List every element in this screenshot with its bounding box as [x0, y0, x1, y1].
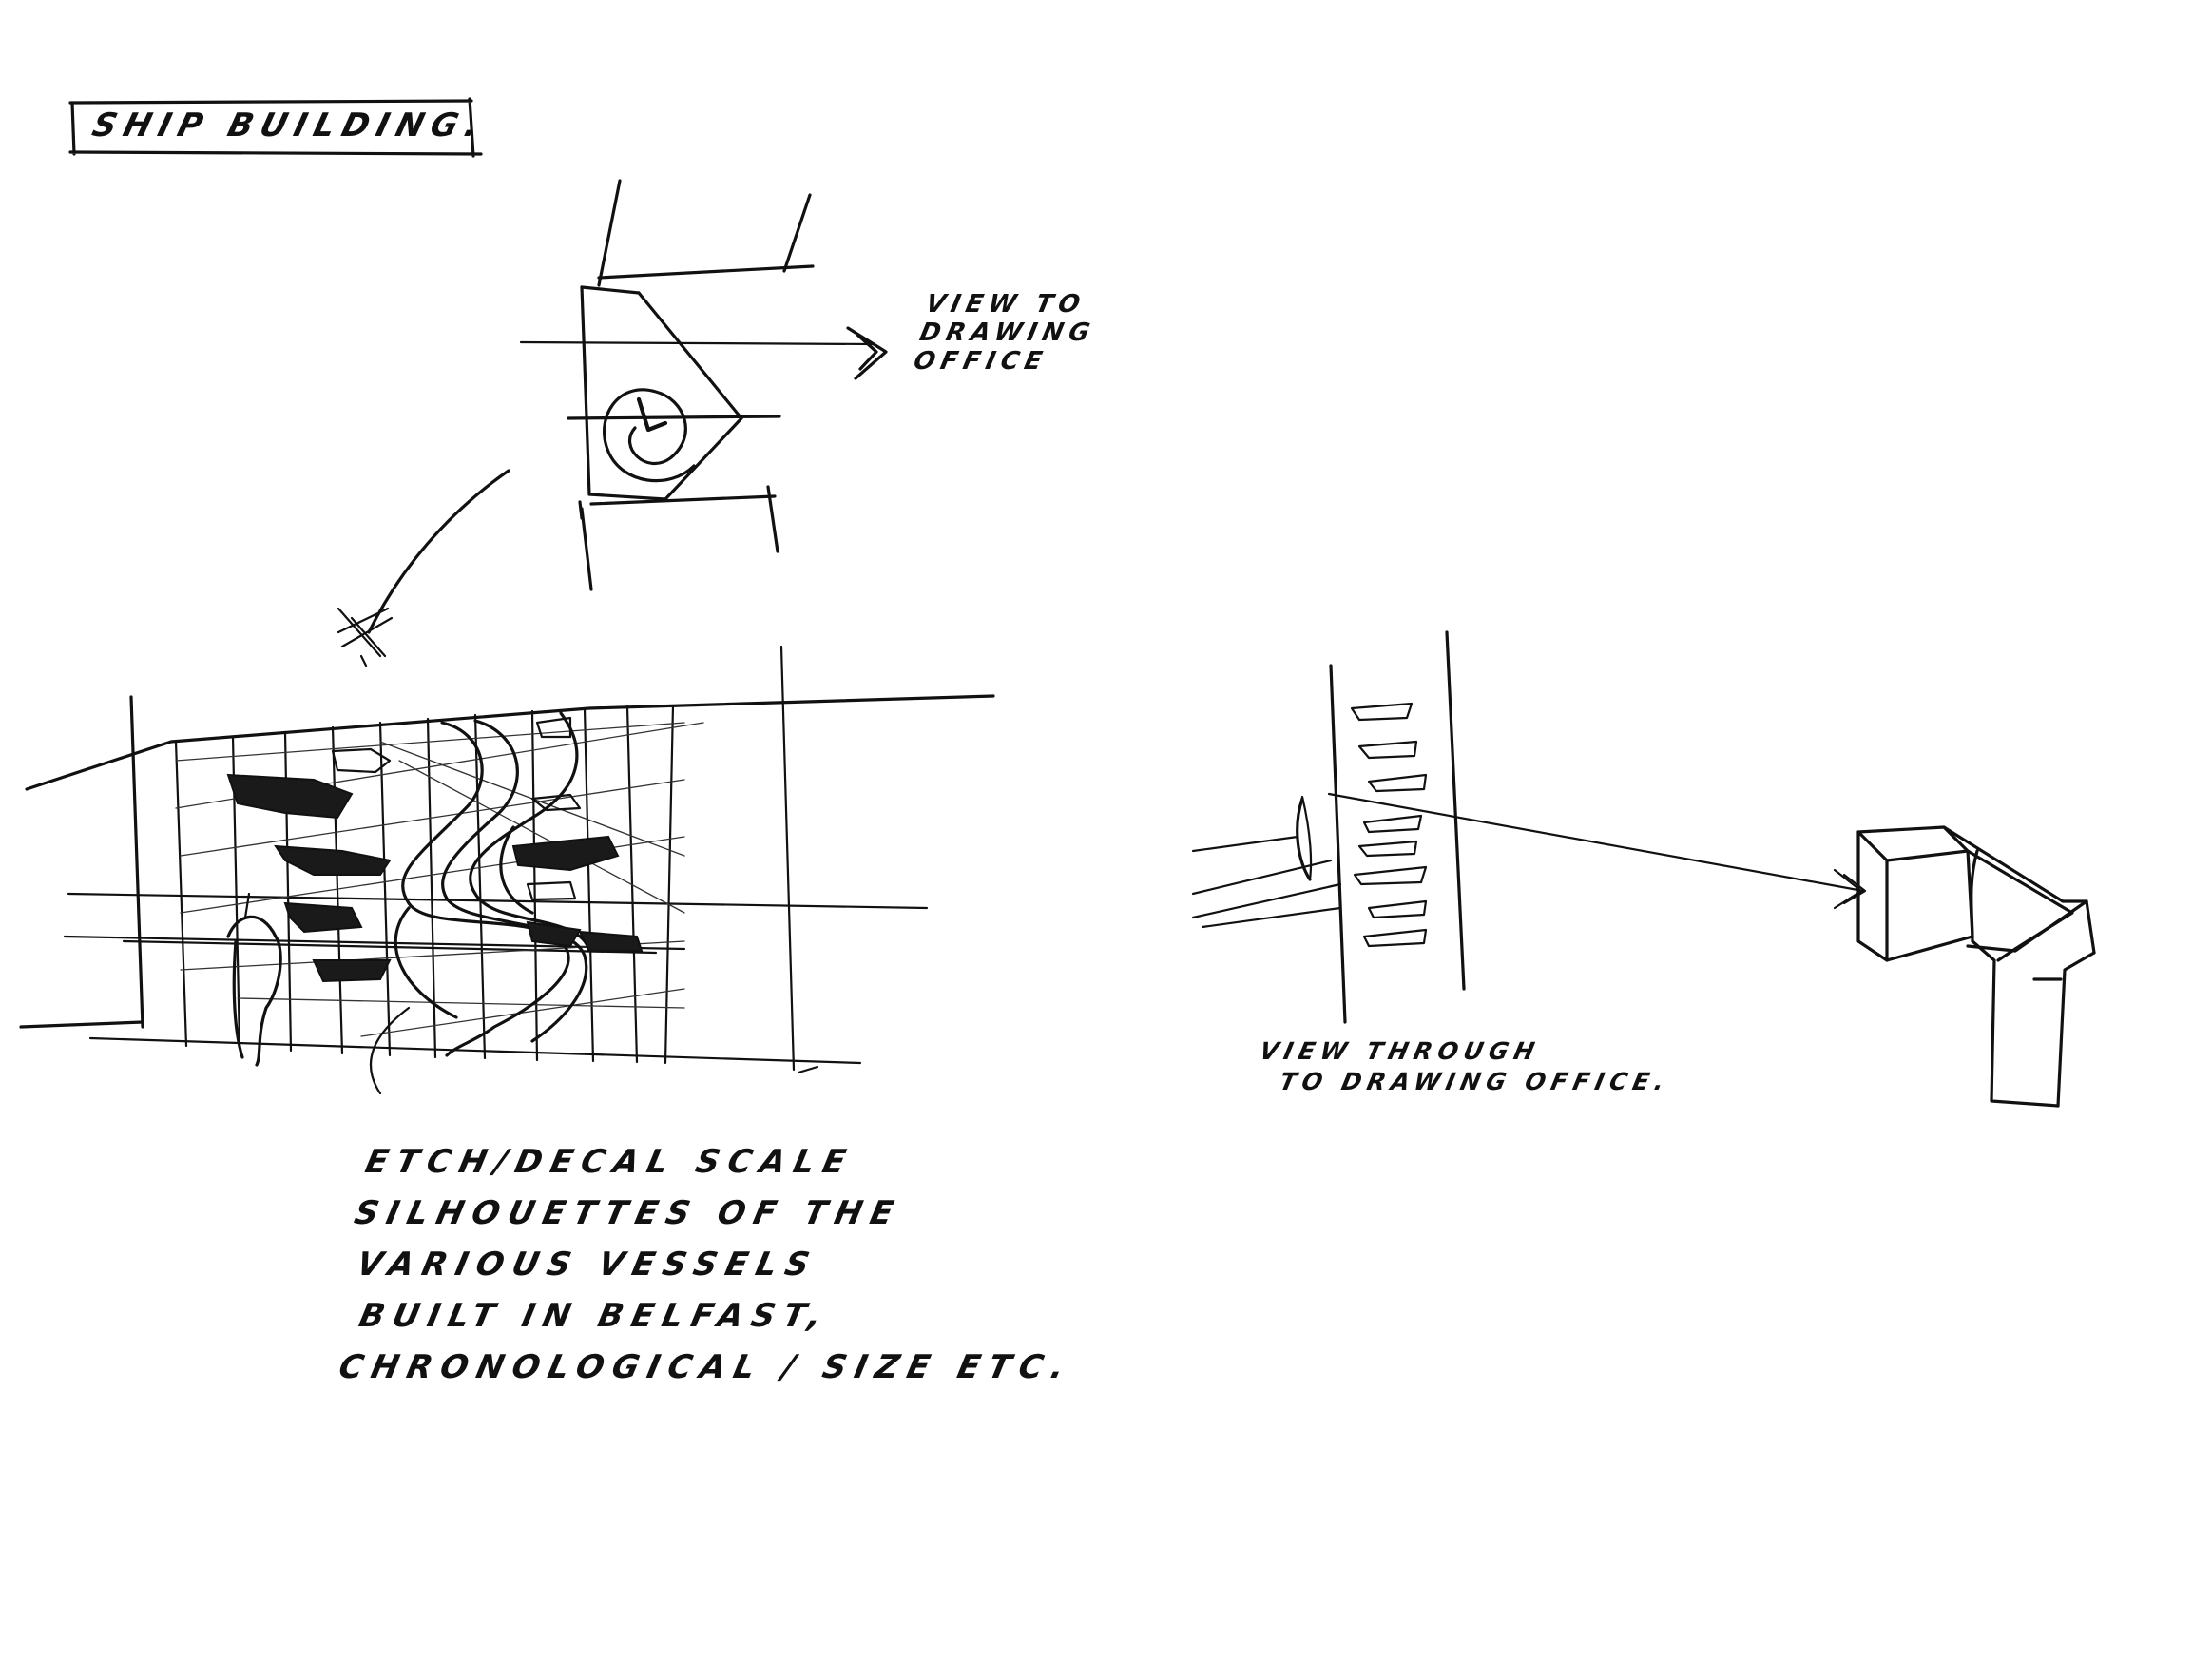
elevation-sketch [19, 645, 995, 1095]
plan-sketch [337, 179, 888, 667]
drawing-office-block [1833, 825, 2096, 1108]
view-through-sketch [1191, 630, 1865, 1024]
title-frame [68, 97, 483, 158]
